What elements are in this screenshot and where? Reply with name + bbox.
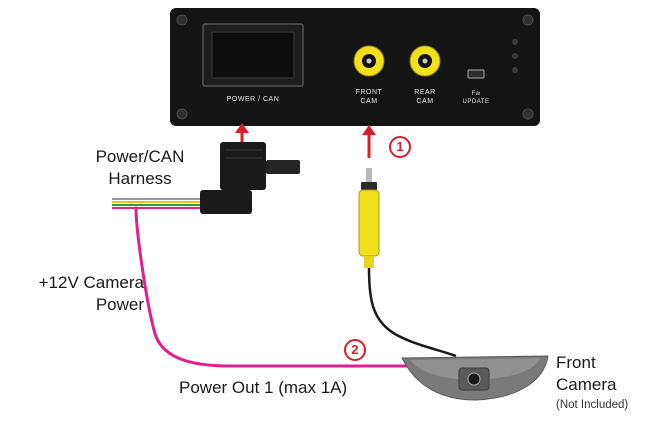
rca-arrow-head (362, 125, 376, 135)
port-label-rear-cam: REAR CAM (400, 88, 450, 106)
harness-label-line1: Power/CAN (95, 147, 185, 166)
step-2-number: 2 (351, 342, 359, 357)
rca-plug-tip (366, 168, 372, 182)
harness-connector-tab (266, 160, 300, 174)
step-1-badge (389, 136, 411, 158)
box-screw-top-left (176, 14, 188, 26)
camera-power-label: +12V Camera Power (0, 272, 144, 316)
front-camera-lens (467, 372, 481, 386)
status-led-1 (512, 39, 518, 45)
power-can-connector-inner (211, 31, 295, 79)
step-2-badge (344, 339, 366, 361)
port-label-update-line1: Fw (471, 91, 481, 97)
rca-plug-ring (361, 182, 377, 190)
box-screw-bottom-left (176, 108, 188, 120)
status-led-3 (512, 67, 518, 73)
front-camera-label-line1: Front (556, 353, 596, 372)
port-label-front-cam-line2: CAM (360, 98, 378, 105)
port-label-power-can: POWER / CAN (226, 96, 280, 103)
rca-plug-body (358, 189, 380, 257)
rear-cam-rca-pin (422, 58, 428, 64)
front-camera-note: (Not Included) (556, 399, 629, 411)
harness-connector-base (200, 190, 252, 214)
step-1-number: 1 (396, 139, 404, 154)
power-out-label: Power Out 1 (max 1A) (179, 378, 348, 397)
rca-plug-strain-relief (364, 256, 374, 268)
port-label-front-cam: FRONT CAM (344, 88, 394, 106)
camera-power-wire (134, 206, 420, 368)
harness-connector-body (220, 142, 266, 190)
front-camera-label-line2: Camera (556, 375, 617, 394)
front-camera-label: Front Camera (556, 352, 616, 396)
camera-power-label-line1: +12V Camera (38, 273, 144, 292)
status-led-2 (512, 53, 518, 59)
port-label-rear-cam-line1: REAR (414, 89, 436, 96)
port-label-update-line2: UPDATE (462, 99, 490, 105)
harness-label: Power/CAN Harness (85, 146, 195, 190)
port-label-front-cam-line1: FRONT (355, 89, 383, 96)
rca-cable-wire (367, 267, 457, 358)
port-label-update: Fw UPDATE (456, 90, 496, 106)
box-screw-bottom-right (522, 108, 534, 120)
harness-arrow-head (235, 123, 249, 133)
harness-label-line2: Harness (108, 169, 172, 188)
port-label-rear-cam-line2: CAM (416, 98, 434, 105)
camera-power-label-line2: Power (95, 295, 144, 314)
front-cam-rca-pin (366, 58, 372, 64)
update-usb-port (467, 69, 485, 79)
box-screw-top-right (522, 14, 534, 26)
